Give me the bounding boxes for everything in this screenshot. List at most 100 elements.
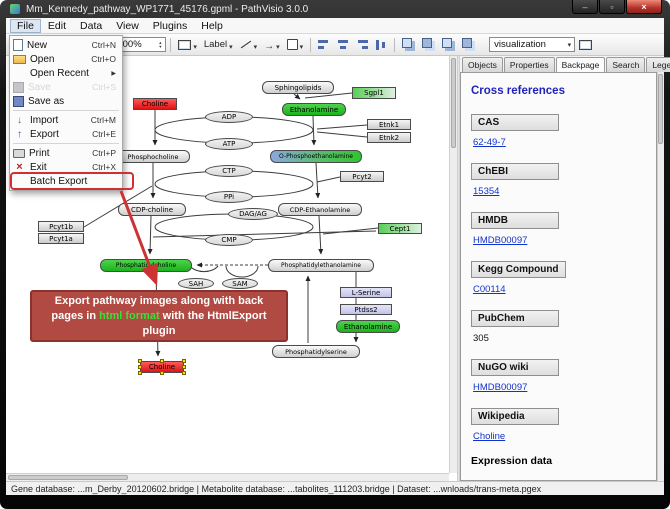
node-pcyt2[interactable]: Pcyt2 xyxy=(340,171,384,182)
canvas-vertical-scrollbar[interactable] xyxy=(449,56,457,473)
align-left-button[interactable] xyxy=(315,36,333,54)
menu-plugins[interactable]: Plugins xyxy=(152,19,188,32)
menu-view[interactable]: View xyxy=(116,19,139,32)
panel-splitter[interactable] xyxy=(457,56,460,481)
xref-link[interactable]: Choline xyxy=(473,431,506,442)
xref-link[interactable]: HMDB00097 xyxy=(473,382,528,393)
send-to-back-icon xyxy=(422,38,433,48)
node-ctp[interactable]: CTP xyxy=(205,165,253,177)
bring-to-front-button[interactable] xyxy=(399,36,418,54)
node-sphingolipids[interactable]: Sphingolipids xyxy=(262,81,334,94)
send-backward-button[interactable] xyxy=(459,36,478,54)
node-phosphatidylserine[interactable]: Phosphatidylserine xyxy=(272,345,360,358)
expression-data-title: Expression data xyxy=(471,455,553,467)
menu-file[interactable]: File xyxy=(10,18,41,33)
node-cdp-ethanolamine[interactable]: CDP-Ethanolamine xyxy=(278,203,362,216)
selection-handle[interactable] xyxy=(160,371,164,375)
scrollbar-thumb[interactable] xyxy=(8,475,128,480)
menu-item-label: New xyxy=(27,39,48,51)
node-pcyt1a[interactable]: Pcyt1a xyxy=(38,233,84,244)
tab-legend[interactable]: Legend xyxy=(646,57,670,72)
node-phosphocholine[interactable]: Phosphocholine xyxy=(116,150,190,163)
file-menu-item-save-as[interactable]: Save as xyxy=(10,94,122,108)
node-l-serine[interactable]: L-Serine xyxy=(340,287,392,298)
node-phosphatidylethanolamine[interactable]: Phosphatidylethanolamine xyxy=(268,259,374,272)
titlebar[interactable]: Mm_Kennedy_pathway_WP1771_45176.gpml - P… xyxy=(0,0,670,18)
window-controls: – ▫ × xyxy=(572,0,662,14)
tab-objects[interactable]: Objects xyxy=(462,57,503,72)
align-right-button[interactable] xyxy=(353,36,371,54)
node-phosphatidylcholine[interactable]: Phosphatidylcholine xyxy=(100,259,192,272)
canvas-horizontal-scrollbar[interactable] xyxy=(6,473,449,481)
selection-handle[interactable] xyxy=(182,359,186,363)
selection-handle[interactable] xyxy=(138,365,142,369)
node-cept1[interactable]: Cept1 xyxy=(378,223,422,234)
node-cdp-choline[interactable]: CDP-choline xyxy=(118,203,186,216)
align-vertical-button[interactable] xyxy=(372,36,390,54)
connector-tool-button[interactable] xyxy=(261,36,283,54)
xref-link[interactable]: HMDB00097 xyxy=(473,235,528,246)
selection-handle[interactable] xyxy=(138,371,142,375)
node-adp[interactable]: ADP xyxy=(205,111,253,123)
xref-link[interactable]: 15354 xyxy=(473,186,500,197)
node-ptdss2[interactable]: Ptdss2 xyxy=(340,304,392,315)
tab-properties[interactable]: Properties xyxy=(503,57,555,72)
file-menu-item-batch-export[interactable]: Batch Export xyxy=(10,174,122,188)
node-ethanolamine[interactable]: Ethanolamine xyxy=(336,320,400,333)
align-center-button[interactable] xyxy=(334,36,352,54)
gene-product-tool-button[interactable] xyxy=(175,36,200,54)
zoom-combobox[interactable]: 100% xyxy=(112,37,167,52)
menu-help[interactable]: Help xyxy=(201,19,223,32)
selection-handle[interactable] xyxy=(160,359,164,363)
bring-forward-button[interactable] xyxy=(439,36,458,54)
file-menu-item-open-recent[interactable]: Open Recent▶ xyxy=(10,66,122,80)
menu-shortcut: Ctrl+X xyxy=(92,162,116,172)
xref-header: HMDB xyxy=(471,212,559,229)
menu-data[interactable]: Data xyxy=(80,19,103,32)
scrollbar-thumb[interactable] xyxy=(451,58,456,148)
node-sgpl1[interactable]: Sgpl1 xyxy=(352,87,396,99)
selection-handle[interactable] xyxy=(182,365,186,369)
minimize-button[interactable]: – xyxy=(572,0,598,14)
zoom-spinner-icon[interactable] xyxy=(158,41,162,49)
tab-backpage[interactable]: Backpage xyxy=(555,57,606,72)
menu-edit[interactable]: Edit xyxy=(47,19,67,32)
node-dag-ag[interactable]: DAG/AG xyxy=(228,208,278,220)
node-sam[interactable]: SAM xyxy=(222,278,258,289)
node-o-phosphoethanolamine[interactable]: O-Phosphoethanolamine xyxy=(270,150,362,163)
close-button[interactable]: × xyxy=(626,0,662,14)
shape-tool-button[interactable] xyxy=(284,36,307,54)
label-tool-button[interactable]: Label xyxy=(201,36,236,54)
node-cmp[interactable]: CMP xyxy=(205,234,253,246)
node-ppi[interactable]: PPi xyxy=(205,191,253,203)
xref-link[interactable]: 62-49-7 xyxy=(473,137,506,148)
node-pcyt1b[interactable]: Pcyt1b xyxy=(38,221,84,232)
selection-handle[interactable] xyxy=(138,359,142,363)
node-etnk2[interactable]: Etnk2 xyxy=(367,132,411,143)
sidebar-scrollbar[interactable] xyxy=(657,72,664,481)
selection-handle[interactable] xyxy=(182,371,186,375)
node-ethanolamine[interactable]: Ethanolamine xyxy=(282,103,346,116)
visualization-options-button[interactable] xyxy=(576,36,595,54)
node-sah[interactable]: SAH xyxy=(178,278,214,289)
line-tool-button[interactable] xyxy=(237,36,261,54)
node-atp[interactable]: ATP xyxy=(205,138,253,150)
new-page-icon xyxy=(13,39,23,51)
node-choline[interactable]: Choline xyxy=(133,98,177,110)
maximize-button[interactable]: ▫ xyxy=(599,0,625,14)
tab-search[interactable]: Search xyxy=(606,57,646,72)
visualization-combobox[interactable]: visualization xyxy=(489,37,576,52)
scrollbar-thumb[interactable] xyxy=(658,74,663,144)
send-to-back-button[interactable] xyxy=(419,36,438,54)
xref-link[interactable]: C00114 xyxy=(473,284,506,295)
node-etnk1[interactable]: Etnk1 xyxy=(367,119,411,130)
